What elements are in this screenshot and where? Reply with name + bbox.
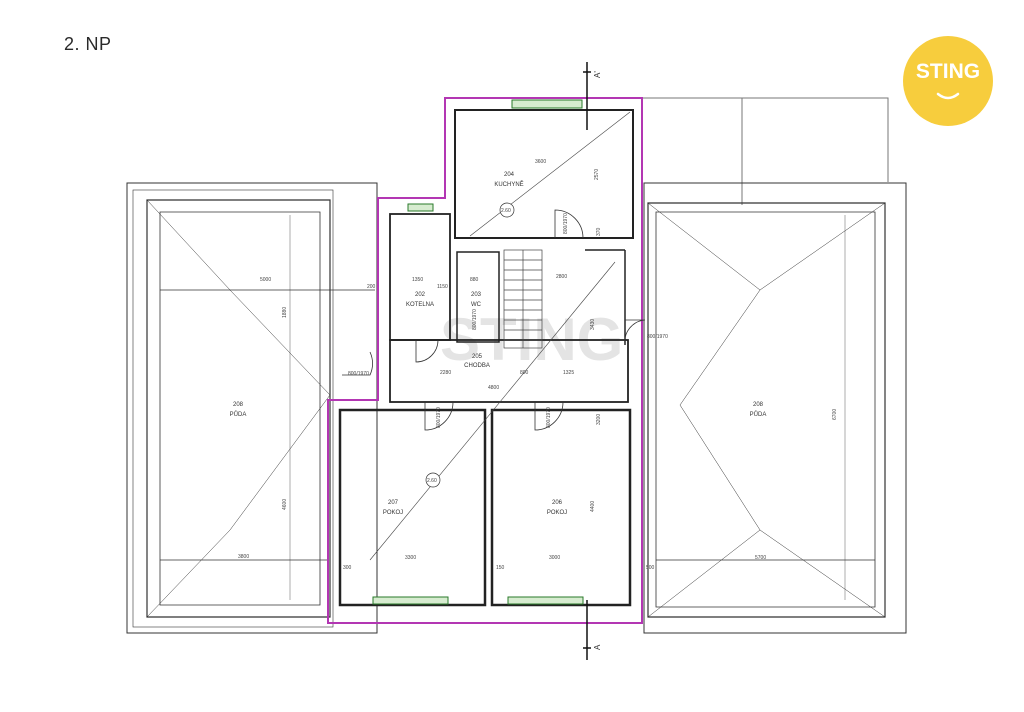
dim-stair-width: 2800 bbox=[556, 274, 567, 280]
room-number-corridor: 205 bbox=[472, 354, 483, 360]
attic-left bbox=[126, 182, 378, 634]
dim-wall-e: 370 bbox=[596, 227, 602, 236]
dim-left-attic-low: 4600 bbox=[282, 499, 288, 510]
door-swings bbox=[342, 209, 646, 431]
room-name-attic-left: PŮDA bbox=[230, 411, 247, 418]
height-markers: 2.60 2.60 bbox=[425, 202, 515, 488]
dim-wc-width: 880 bbox=[470, 277, 479, 283]
dim-corridor-c: 1325 bbox=[563, 370, 574, 376]
neighbour-outline bbox=[642, 97, 889, 205]
dim-corridor-total: 4800 bbox=[488, 385, 499, 391]
dim-wall-b: 1150 bbox=[437, 284, 448, 290]
dim-room-left-width: 3300 bbox=[405, 555, 416, 561]
door-label-room-right: 800/1970 bbox=[546, 407, 552, 428]
dim-corridor-b: 800 bbox=[520, 370, 529, 376]
svg-text:A: A bbox=[593, 644, 602, 650]
room-number-kitchen: 204 bbox=[504, 172, 515, 178]
dim-left-attic-width: 5000 bbox=[260, 277, 271, 283]
logo-text: STING bbox=[915, 60, 981, 83]
room-name-room-right: POKOJ bbox=[547, 510, 567, 516]
dim-sill-a: 300 bbox=[343, 565, 352, 571]
dim-left-attic-sill: 3800 bbox=[238, 554, 249, 560]
room-number-boiler: 202 bbox=[415, 292, 426, 298]
dim-right-attic-height: 6700 bbox=[832, 409, 838, 420]
dim-left-attic-height: 1880 bbox=[282, 307, 288, 318]
dim-wall-c: 3200 bbox=[596, 414, 602, 425]
staircase bbox=[503, 249, 543, 349]
door-label-attic-left: 800/1970 bbox=[348, 371, 369, 377]
svg-text:A': A' bbox=[593, 71, 602, 78]
door-label-kitchen: 800/1970 bbox=[563, 213, 569, 234]
room-number-attic-right: 208 bbox=[753, 402, 764, 408]
room-name-boiler: KOTELNA bbox=[406, 302, 434, 308]
dim-boiler-width: 1350 bbox=[412, 277, 423, 283]
room-number-wc: 203 bbox=[471, 292, 482, 298]
room-name-kitchen: KUCHYNĚ bbox=[494, 180, 523, 188]
diagonal-lines bbox=[369, 111, 631, 561]
dim-sill-b: 150 bbox=[496, 565, 505, 571]
building-outline bbox=[327, 97, 643, 624]
room-number-room-left: 207 bbox=[388, 500, 399, 506]
attic-right bbox=[643, 182, 907, 634]
dimension-labels: 3600 2570 1350 880 2800 5000 1880 3800 4… bbox=[238, 159, 838, 571]
dim-kitchen-width: 3600 bbox=[535, 159, 546, 165]
dim-wall-d: 3430 bbox=[590, 319, 596, 330]
room-number-attic-left: 208 bbox=[233, 402, 244, 408]
door-label-attic-right: 800/1970 bbox=[647, 334, 668, 340]
floor-title: 2. NP bbox=[64, 34, 112, 54]
room-name-attic-right: PŮDA bbox=[750, 411, 767, 418]
dim-sill-c: 500 bbox=[646, 565, 655, 571]
section-mark-top: A' bbox=[583, 62, 602, 130]
svg-text:2.60: 2.60 bbox=[427, 478, 437, 484]
room-name-corridor: CHODBA bbox=[464, 363, 490, 369]
room-name-room-left: POKOJ bbox=[383, 510, 403, 516]
dim-kitchen-height: 2570 bbox=[594, 169, 600, 180]
dim-wall-a: 200 bbox=[367, 284, 376, 290]
svg-text:2.60: 2.60 bbox=[501, 208, 511, 214]
dim-right-attic-width: 5700 bbox=[755, 555, 766, 561]
room-labels: 204 KUCHYNĚ 202 KOTELNA 203 WC 205 CHODB… bbox=[230, 172, 767, 516]
door-labels: 800/1970 800/1970 800/1970 800/1970 800/… bbox=[348, 213, 668, 428]
dim-room-right-width: 3000 bbox=[549, 555, 560, 561]
sting-logo[interactable]: STING bbox=[903, 36, 993, 126]
walls bbox=[338, 109, 634, 607]
section-mark-bottom: A bbox=[583, 600, 602, 660]
dim-room-right-height: 4400 bbox=[590, 501, 596, 512]
dim-corridor-a: 2280 bbox=[440, 370, 451, 376]
door-label-room-left: 800/1970 bbox=[436, 407, 442, 428]
door-label-wc: 800/1970 bbox=[472, 309, 478, 330]
room-name-wc: WC bbox=[471, 302, 482, 308]
room-number-room-right: 206 bbox=[552, 500, 563, 506]
windows bbox=[372, 99, 584, 605]
smile-icon bbox=[936, 92, 960, 100]
